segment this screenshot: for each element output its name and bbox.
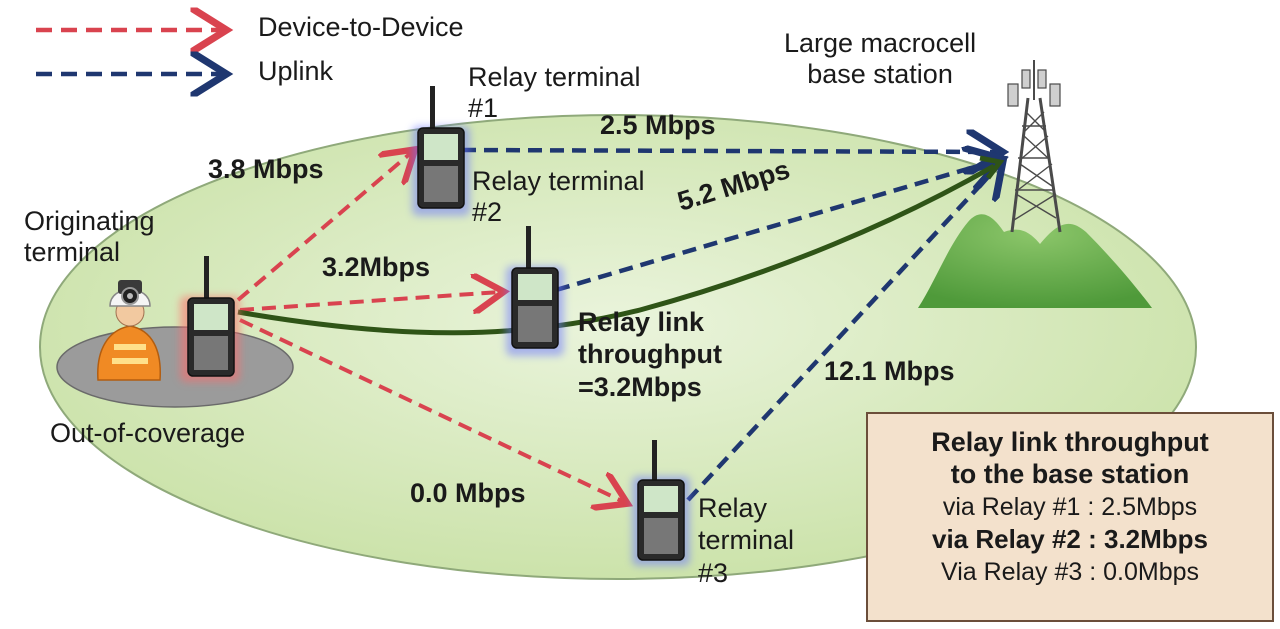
summary-box: Relay link throughput to the base statio… [866,412,1274,622]
summary-row-relay1: via Relay #1 : 2.5Mbps [942,492,1198,521]
base-station-label: Large macrocell base station [784,28,977,90]
originating-terminal-icon [180,256,240,382]
relay-path-arrowhead [979,155,1005,180]
relay-terminal-2-icon [506,226,564,356]
relay-terminal-1-label: Relay terminal #1 [468,62,641,124]
rate-d2d-relay2: 3.2Mbps [322,252,431,282]
summary-row-relay2: via Relay #2 : 3.2Mbps [931,523,1209,554]
legend-d2d-label: Device-to-Device [258,12,464,42]
out-of-coverage-label: Out-of-coverage [50,418,246,448]
d2d-arrow-relay1 [236,152,412,302]
relay-terminal-1-icon [412,86,470,216]
summary-title: Relay link throughput to the base statio… [931,427,1209,490]
summary-row-relay3: Via Relay #3 : 0.0Mbps [940,558,1200,587]
rate-uplink-relay3: 12.1 Mbps [824,356,955,386]
mountain-shape [918,214,1152,308]
relay-terminal-3-icon [632,440,690,566]
d2d-links [236,152,624,502]
relay-terminal-2-label: Relay terminal #2 [472,166,645,228]
originating-terminal-label: Originating terminal [24,206,155,268]
relay-link-throughput-label: Relay link throughput =3.2Mbps [578,307,722,402]
legend-uplink-label: Uplink [258,56,334,86]
worker-icon [97,280,161,381]
uplink-arrow-relay3 [686,164,1000,502]
rate-d2d-relay3: 0.0 Mbps [410,478,526,508]
rate-uplink-relay1: 2.5 Mbps [600,110,716,140]
d2d-arrow-relay3 [239,318,624,502]
base-station-tower-icon [1007,60,1062,233]
uplink-arrow-relay2 [555,160,998,293]
uplink-links [461,150,1000,502]
out-of-coverage-area [56,326,294,408]
relay-terminal-3-label: Relay terminal #3 [698,493,795,588]
uplink-arrow-relay1 [461,150,998,152]
relay-path-curve [237,163,996,336]
rate-d2d-relay1: 3.8 Mbps [208,154,324,184]
